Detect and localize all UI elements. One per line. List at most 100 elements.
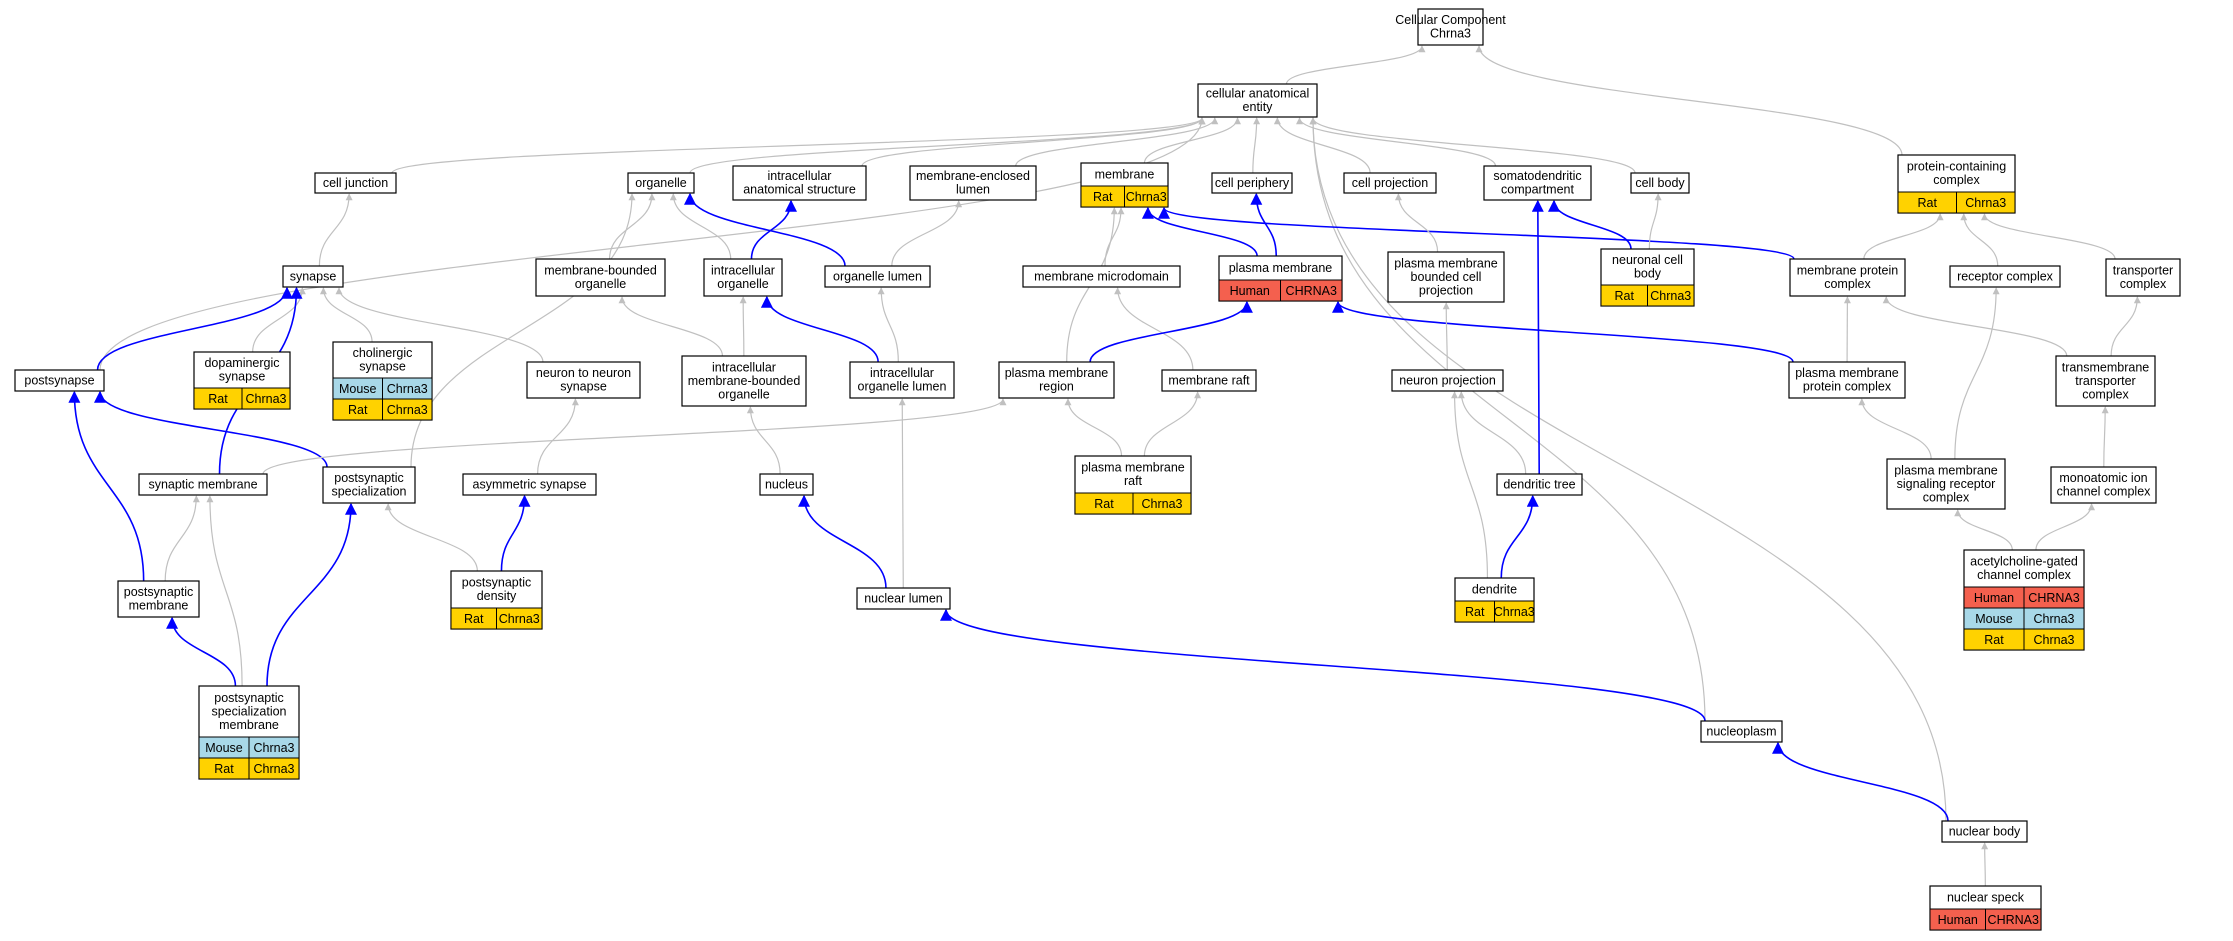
node-box <box>322 466 416 504</box>
edge-pcc-to-cc <box>1475 45 1903 156</box>
node-nuclear-body[interactable]: nuclear body <box>1941 820 2028 843</box>
edge-transporter-complex-to-pcc <box>1981 213 2116 260</box>
edge-dendritic-tree-to-neuron-projection <box>1457 391 1527 475</box>
edge-neuron-projection-to-pmbcp <box>1442 302 1450 371</box>
node-label: organelle lumen <box>833 269 922 283</box>
edge-nuclear-body-to-cae <box>1309 117 1947 822</box>
edge-nucleoplasm-to-cae <box>1309 117 1706 722</box>
node-label: cellular anatomical <box>1206 87 1310 101</box>
node-synapse[interactable]: synapse <box>282 265 344 288</box>
edge-ntns-to-synapse <box>335 287 544 363</box>
node-neuron-projection[interactable]: neuron projection <box>1391 369 1504 392</box>
node-dendritic-tree[interactable]: dendritic tree <box>1496 473 1583 496</box>
gene-symbol: Chrna3 <box>1142 497 1183 511</box>
node-box <box>1941 820 2028 843</box>
node-box <box>1949 265 2061 288</box>
node-synaptic-membrane[interactable]: synaptic membrane <box>138 473 268 496</box>
edge-cell-projection-to-cae <box>1273 117 1371 174</box>
node-receptor-complex[interactable]: receptor complex <box>1949 265 2061 288</box>
node-label: complex <box>1824 277 1871 291</box>
node-label: complex <box>1933 173 1980 187</box>
node-cell-periphery[interactable]: cell periphery <box>1211 172 1293 194</box>
edge-pmsrc-to-pmpc <box>1858 398 1932 460</box>
gene-symbol: Chrna3 <box>254 741 295 755</box>
node-box <box>1387 251 1505 303</box>
node-label: acetylcholine-gated <box>1970 555 2078 569</box>
node-label: cell projection <box>1352 176 1428 190</box>
edge-cell-periphery-to-cae <box>1252 117 1261 174</box>
node-label: intracellular <box>870 366 934 380</box>
species-name: Rat <box>208 392 228 406</box>
edge-pmbcp-to-cell-projection <box>1394 193 1439 253</box>
edge-psd-to-ps-spec <box>384 503 478 572</box>
node-box <box>1022 265 1181 288</box>
node-organelle[interactable]: organelle <box>627 172 695 194</box>
node-ol[interactable]: organelle lumen <box>824 265 931 288</box>
edge-pssm-to-ps-spec <box>266 502 357 687</box>
node-box <box>627 172 695 194</box>
gene-cell <box>1280 279 1343 302</box>
node-label: intracellular <box>711 264 775 278</box>
node-cell-junction[interactable]: cell junction <box>314 172 397 194</box>
node-label: complex <box>2082 387 2129 401</box>
node-label: intracellular <box>768 169 832 183</box>
species-name: Rat <box>1984 633 2004 647</box>
gene-symbol: Chrna3 <box>387 403 428 417</box>
node-label: cholinergic <box>353 346 413 360</box>
node-postsynapse[interactable]: postsynapse <box>14 369 105 392</box>
edge-ps-spec-to-postsynapse <box>94 390 328 468</box>
node-nucleus[interactable]: nucleus <box>759 473 814 496</box>
edge-cholinergic-to-synapse <box>319 287 373 343</box>
node-box <box>1630 172 1690 194</box>
node-mm[interactable]: membrane microdomain <box>1022 265 1181 288</box>
node-label: raft <box>1124 474 1143 488</box>
node-cell-projection[interactable]: cell projection <box>1343 172 1437 194</box>
node-nucleoplasm[interactable]: nucleoplasm <box>1700 720 1783 743</box>
node-cell-body[interactable]: cell body <box>1630 172 1690 194</box>
gene-cell <box>248 757 300 780</box>
edge-pssm-to-ps-membrane <box>166 616 237 687</box>
gene-symbol: Chrna3 <box>1126 190 1167 204</box>
edges-layer <box>68 45 2141 887</box>
node-label: plasma membrane <box>1795 366 1899 380</box>
node-nuclear-lumen[interactable]: nuclear lumen <box>856 587 951 610</box>
node-asym[interactable]: asymmetric synapse <box>462 473 597 496</box>
node-membrane-raft[interactable]: membrane raft <box>1161 369 1257 392</box>
node-label: neuron to neuron <box>536 366 631 380</box>
node-label: dendrite <box>1472 582 1517 596</box>
